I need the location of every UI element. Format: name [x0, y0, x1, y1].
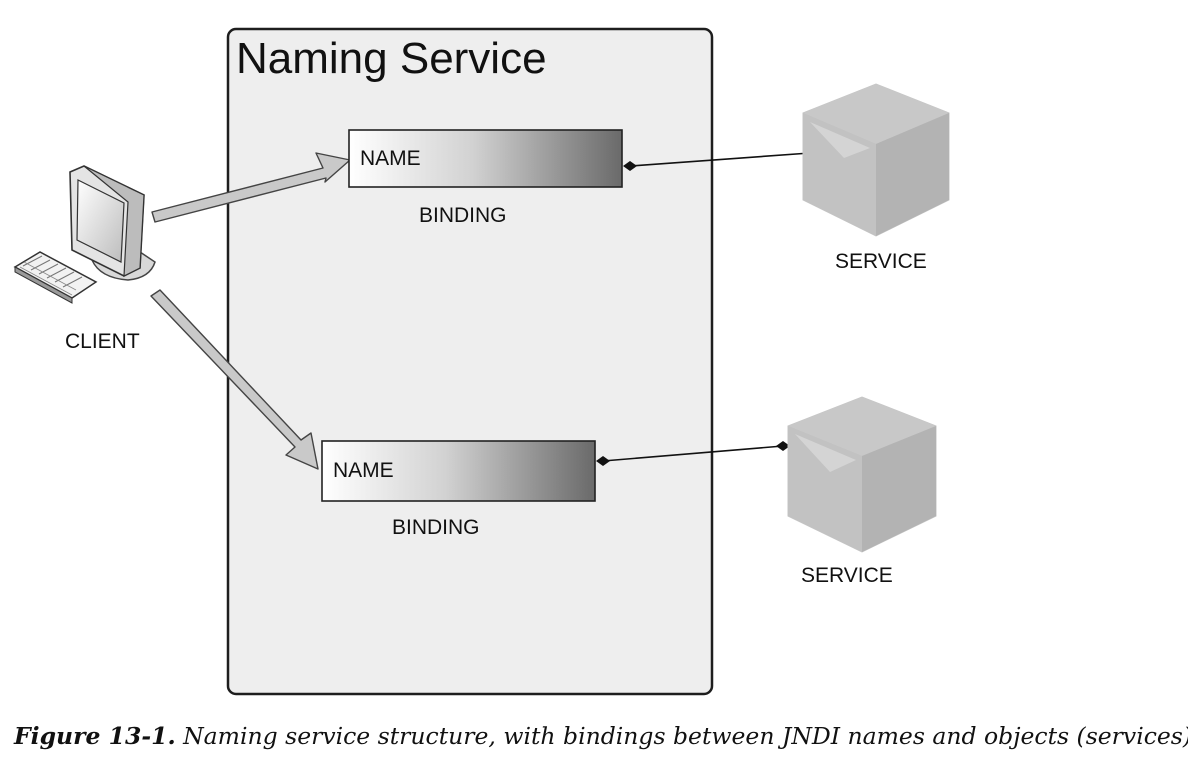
lookup-arrow-bottom: [150, 289, 319, 470]
service-label: SERVICE: [835, 250, 927, 273]
caption-text: Naming service structure, with bindings …: [175, 722, 1188, 750]
figure-number: Figure 13-1.: [14, 722, 176, 750]
naming-service-title: Naming Service: [236, 34, 547, 83]
naming-service-panel: Naming Service: [226, 27, 714, 696]
binding-bottom: NAME BINDING: [321, 440, 596, 539]
service-cube-icon: [802, 83, 950, 237]
client-label: CLIENT: [65, 330, 140, 353]
name-box: [321, 440, 596, 502]
service-cube-icon: [787, 396, 937, 553]
lookup-arrow-top: [151, 152, 351, 223]
binding-label: BINDING: [392, 516, 480, 539]
name-label: NAME: [360, 147, 421, 170]
binding-connector-bottom: [596, 441, 790, 466]
binding-top: NAME BINDING: [348, 129, 623, 227]
figure-caption: Figure 13-1. Naming service structure, w…: [14, 722, 1188, 750]
client-computer-icon: [13, 165, 156, 304]
service-label: SERVICE: [801, 564, 893, 587]
binding-label: BINDING: [419, 204, 507, 227]
name-box: [348, 129, 623, 188]
name-label: NAME: [333, 459, 394, 482]
